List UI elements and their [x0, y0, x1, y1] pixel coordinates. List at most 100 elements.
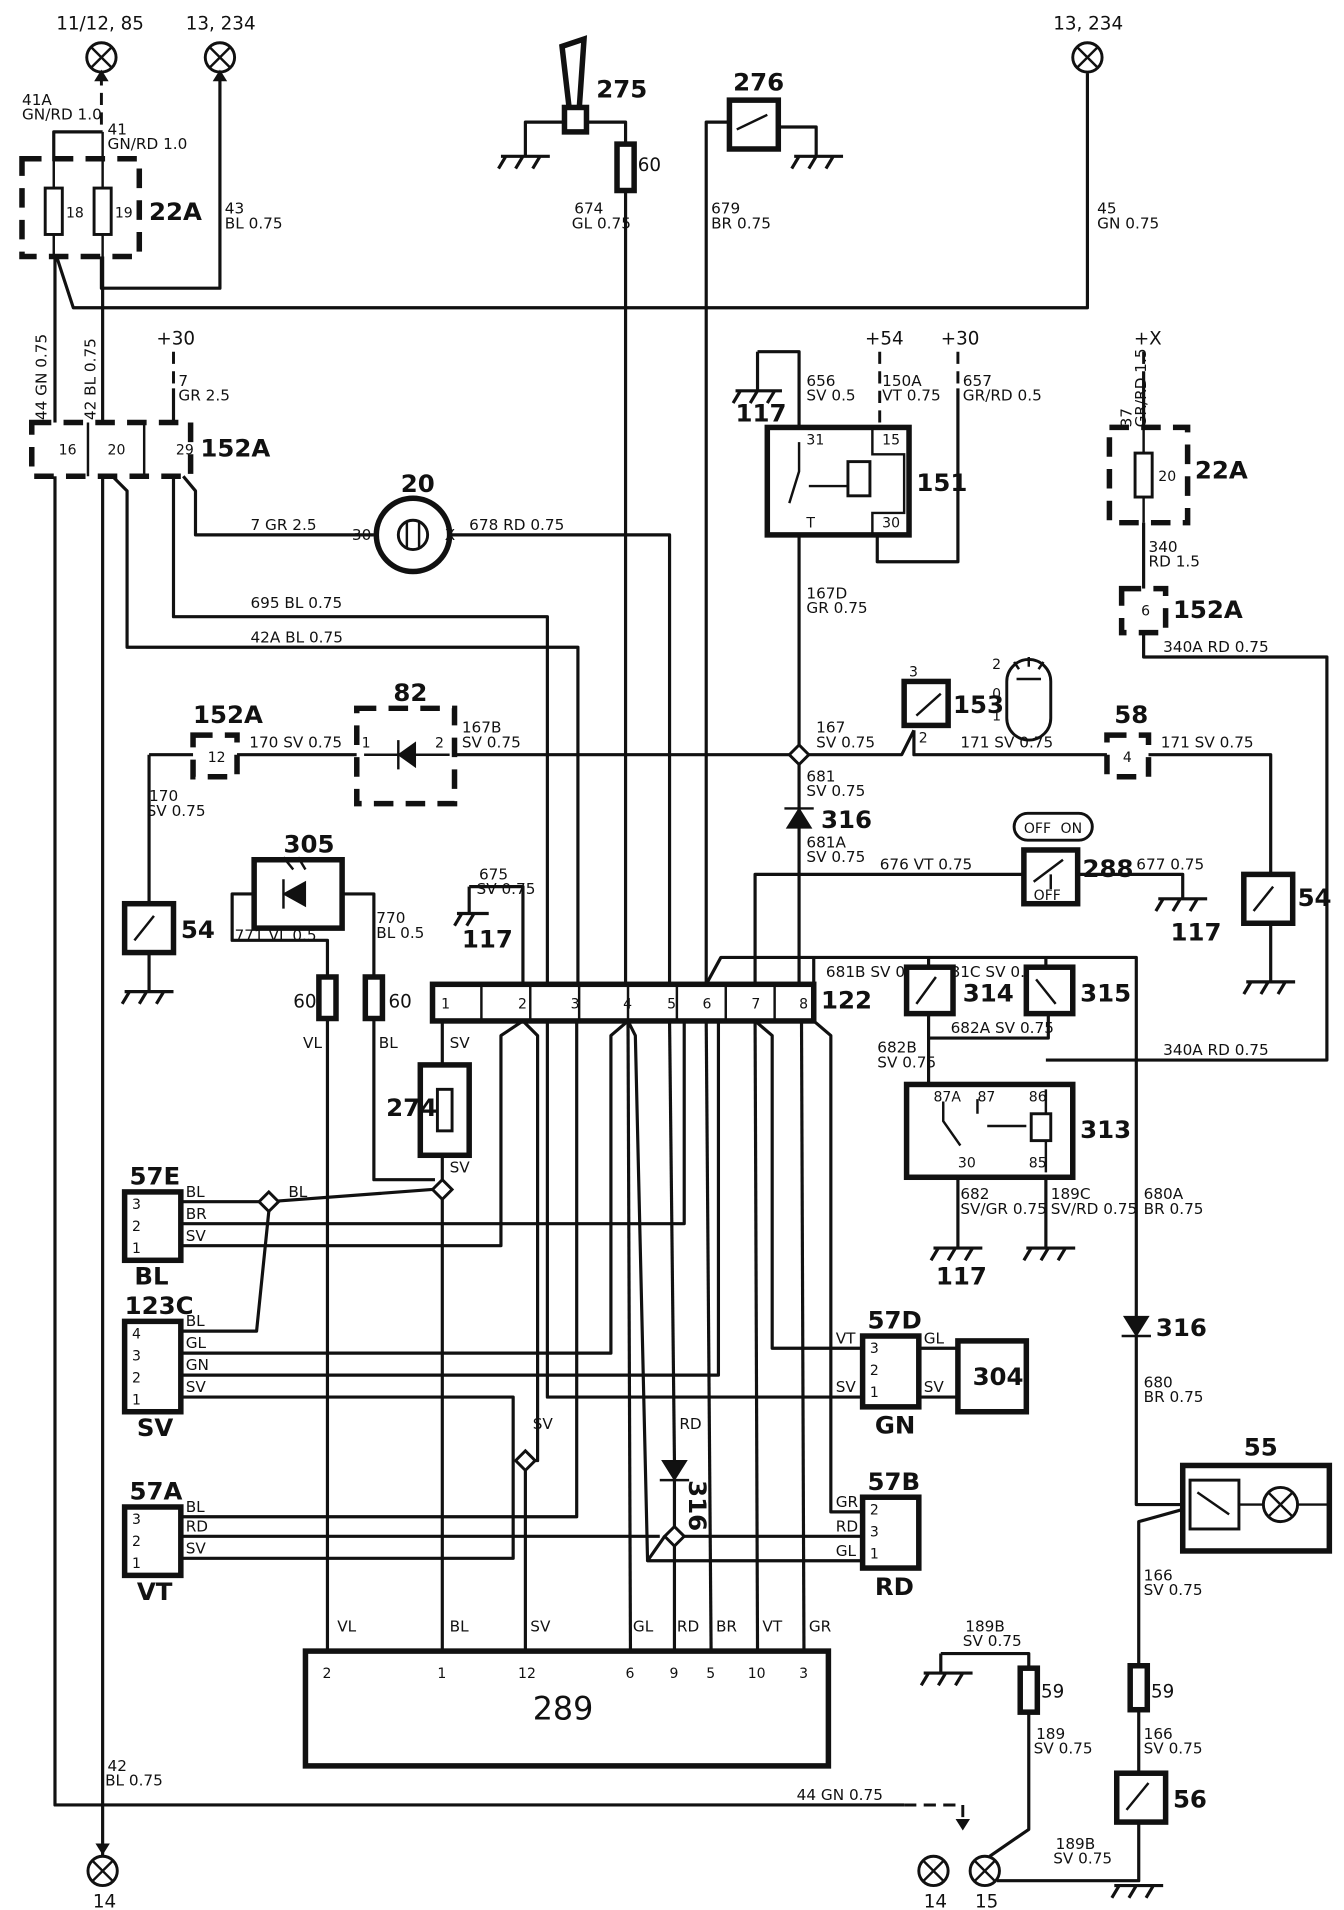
svg-text:3: 3	[799, 1666, 808, 1682]
svg-text:VT: VT	[137, 1577, 173, 1606]
svg-text:45: 45	[1097, 200, 1116, 218]
svg-text:151: 151	[916, 468, 967, 497]
svg-text:313: 313	[1080, 1115, 1131, 1144]
svg-text:SV: SV	[186, 1378, 207, 1396]
svg-text:GR: GR	[836, 1493, 859, 1511]
lamp-15: 15	[968, 1854, 1001, 1910]
svg-text:305: 305	[283, 829, 334, 858]
svg-text:189: 189	[1036, 1725, 1065, 1743]
svg-text:152A: 152A	[200, 434, 270, 463]
svg-text:289: 289	[533, 1691, 594, 1727]
switch-54-right: 54	[1241, 871, 1332, 926]
svg-text:682A SV 0.75: 682A SV 0.75	[951, 1019, 1054, 1037]
svg-text:167D: 167D	[806, 584, 847, 602]
svg-text:BL: BL	[134, 1262, 168, 1291]
svg-text:GR/RD 0.5: GR/RD 0.5	[963, 387, 1042, 405]
diode-316-lower: 316	[659, 1459, 712, 1531]
svg-text:58: 58	[1114, 700, 1148, 729]
svg-text:1: 1	[132, 1241, 141, 1257]
svg-text:19: 19	[115, 205, 133, 221]
svg-text:189B: 189B	[965, 1618, 1005, 1636]
svg-text:42: 42	[108, 1757, 127, 1775]
svg-text:15: 15	[882, 433, 900, 449]
svg-text:153: 153	[953, 690, 1004, 719]
svg-text:674: 674	[574, 200, 603, 218]
svg-text:3: 3	[132, 1197, 141, 1213]
svg-text:55: 55	[1244, 1433, 1278, 1462]
svg-text:GR 2.5: GR 2.5	[178, 387, 230, 405]
svg-text:GL: GL	[186, 1334, 207, 1352]
svg-text:SV/RD 0.75: SV/RD 0.75	[1051, 1200, 1137, 1218]
switch-314: 314	[903, 964, 1014, 1017]
svg-text:2: 2	[132, 1219, 141, 1235]
svg-text:1: 1	[870, 1385, 879, 1401]
svg-text:274: 274	[386, 1093, 437, 1122]
svg-text:BL: BL	[186, 1498, 205, 1516]
svg-text:656: 656	[806, 372, 835, 390]
svg-text:57B: 57B	[867, 1467, 920, 1496]
svg-text:316: 316	[683, 1480, 712, 1531]
svg-text:123C: 123C	[125, 1291, 194, 1320]
svg-text:BR 0.75: BR 0.75	[1144, 1200, 1204, 1218]
svg-text:0: 0	[992, 687, 1001, 703]
svg-text:42 BL 0.75: 42 BL 0.75	[81, 338, 99, 420]
svg-text:57E: 57E	[130, 1162, 181, 1191]
fusebox-22a-top: 18 19 22A	[19, 131, 202, 260]
svg-text:770: 770	[376, 909, 405, 927]
svg-text:3: 3	[132, 1512, 141, 1528]
svg-text:16: 16	[59, 442, 77, 458]
svg-text:304: 304	[973, 1362, 1024, 1391]
svg-text:BL: BL	[379, 1034, 398, 1052]
svg-text:340A RD 0.75: 340A RD 0.75	[1163, 638, 1269, 656]
svg-text:SV: SV	[137, 1413, 174, 1442]
svg-text:GL: GL	[633, 1618, 654, 1636]
connector-152a-right: 6 152A	[1118, 585, 1243, 636]
svg-text:22A: 22A	[1195, 456, 1248, 485]
svg-text:189C: 189C	[1051, 1185, 1091, 1203]
fusebox-22a-right: 20 22A	[1106, 424, 1248, 526]
svg-text:5: 5	[667, 997, 676, 1013]
svg-text:8: 8	[799, 997, 808, 1013]
junction-block-122: 1 2 3 4 5 6 7 8 122	[429, 981, 872, 1024]
svg-text:2: 2	[435, 735, 444, 751]
svg-text:BR 0.75: BR 0.75	[711, 214, 771, 232]
switch-153: 3 2 153	[901, 665, 1004, 747]
svg-text:9: 9	[670, 1666, 679, 1682]
svg-text:VT 0.75: VT 0.75	[882, 387, 941, 405]
svg-text:VT: VT	[836, 1329, 856, 1347]
svg-text:87A: 87A	[933, 1090, 961, 1106]
svg-text:SV: SV	[836, 1378, 857, 1396]
switch-276: 276	[726, 67, 784, 152]
lamp-14-right: 14	[917, 1854, 950, 1910]
svg-text:SV: SV	[450, 1034, 471, 1052]
svg-text:14: 14	[93, 1892, 116, 1910]
svg-text:OFF: OFF	[1034, 888, 1061, 904]
svg-text:VL: VL	[337, 1618, 356, 1636]
svg-text:30: 30	[882, 516, 900, 532]
svg-text:22A: 22A	[149, 197, 202, 226]
svg-text:681: 681	[806, 768, 835, 786]
svg-text:5: 5	[706, 1666, 715, 1682]
svg-text:117: 117	[1171, 917, 1222, 946]
connector-152a-main: 16 20 29 152A	[29, 419, 270, 480]
svg-text:2: 2	[870, 1502, 879, 1518]
svg-text:+30: +30	[941, 328, 980, 349]
lamp-13-234-left: 13, 234	[186, 13, 256, 74]
switch-288: OFF ON OFF 288	[1012, 811, 1134, 907]
svg-text:GR 0.75: GR 0.75	[806, 599, 867, 617]
svg-text:6: 6	[1141, 604, 1150, 620]
svg-text:SV/GR 0.75: SV/GR 0.75	[960, 1200, 1046, 1218]
svg-text:SV: SV	[186, 1539, 207, 1557]
svg-text:682B: 682B	[877, 1039, 917, 1057]
relay-151: 31 15 T 30 151	[764, 424, 967, 538]
svg-text:44 GN 0.75: 44 GN 0.75	[32, 334, 50, 420]
component-275: 275	[559, 35, 647, 135]
svg-text:340A RD 0.75: 340A RD 0.75	[1163, 1041, 1269, 1059]
svg-text:SV 0.75: SV 0.75	[147, 802, 206, 820]
svg-text:7: 7	[178, 372, 188, 390]
svg-text:86: 86	[1029, 1090, 1047, 1106]
svg-text:150A: 150A	[882, 372, 922, 390]
svg-text:+54: +54	[865, 328, 904, 349]
svg-text:2: 2	[870, 1363, 879, 1379]
svg-text:1: 1	[870, 1546, 879, 1562]
